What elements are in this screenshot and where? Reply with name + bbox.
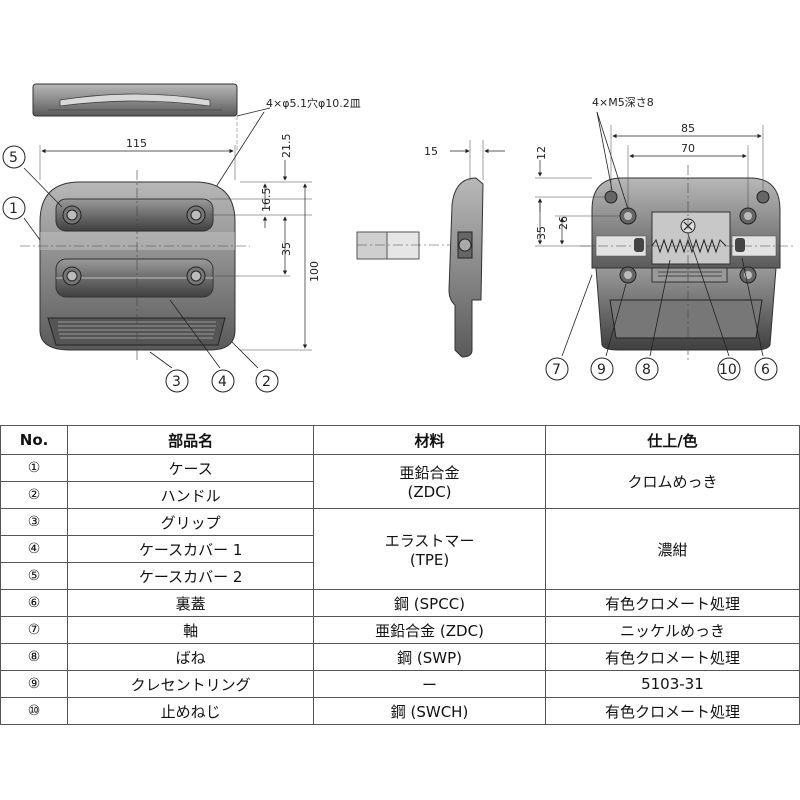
- thread-spec-note: 4×M5深さ8: [592, 96, 654, 109]
- finish-cell: クロムめっき: [544, 454, 800, 509]
- table-row: ⑦ 軸 亜鉛合金 (ZDC) ニッケルめっき: [0, 616, 800, 644]
- material-cell: 鋼 (SPCC): [313, 589, 546, 617]
- dim-12: 12: [535, 146, 548, 160]
- top-view: [32, 83, 271, 150]
- row-number: ②: [0, 481, 69, 509]
- part-name: 止めねじ: [67, 697, 315, 725]
- part-name: ケースカバー 1: [67, 535, 315, 563]
- part-name: ハンドル: [67, 481, 315, 509]
- row-number: ⑩: [0, 697, 69, 725]
- table-row: ③ グリップ エラストマー (TPE) 濃紺: [0, 508, 800, 590]
- table-header-row: No. 部品名 材料 仕上/色: [0, 425, 800, 455]
- callout-4: 4: [218, 374, 227, 390]
- row-number: ⑦: [0, 616, 69, 644]
- header-part-name: 部品名: [67, 425, 315, 455]
- material-cell: ー: [313, 670, 546, 698]
- header-material: 材料: [313, 425, 546, 455]
- dim-35-front: 35: [280, 242, 293, 256]
- dim-115: 115: [126, 137, 147, 150]
- material-cell: 鋼 (SWP): [313, 643, 546, 671]
- table-row: ④ ケースカバー 1: [0, 535, 800, 563]
- row-number: ③: [0, 508, 69, 536]
- material-cell: 鋼 (SWCH): [313, 697, 546, 725]
- hole-spec-note: 4×φ5.1穴φ10.2皿: [266, 96, 361, 110]
- dim-35-back: 35: [535, 226, 548, 240]
- back-dimensions: [535, 111, 764, 247]
- callout-6: 6: [761, 362, 770, 378]
- finish-cell: 有色クロメート処理: [544, 589, 800, 617]
- technical-drawing: 4×φ5.1穴φ10.2皿 115: [2, 83, 795, 393]
- row-number: ⑥: [0, 589, 69, 617]
- finish-cell: 濃紺: [544, 508, 800, 590]
- row-number: ⑨: [0, 670, 69, 698]
- dim-21-5: 21.5: [280, 134, 293, 159]
- callout-9: 9: [597, 362, 606, 378]
- header-finish: 仕上/色: [544, 425, 800, 455]
- callout-1: 1: [9, 201, 18, 217]
- material-cell: 亜鉛合金 (ZDC): [313, 454, 546, 509]
- finish-cell: 有色クロメート処理: [544, 643, 800, 671]
- dim-85: 85: [681, 122, 695, 135]
- part-name: ケース: [67, 454, 315, 482]
- table-row: ⑩ 止めねじ 鋼 (SWCH) 有色クロメート処理: [0, 697, 800, 725]
- material-cell: エラストマー (TPE): [313, 508, 546, 590]
- table-row: ⑤ ケースカバー 2: [0, 562, 800, 590]
- callout-2: 2: [262, 374, 271, 390]
- finish-cell: 有色クロメート処理: [544, 697, 800, 725]
- finish-cell: 5103-31: [544, 670, 800, 698]
- callout-3: 3: [172, 374, 181, 390]
- header-no: No.: [0, 425, 69, 455]
- parts-table: No. 部品名 材料 仕上/色 ① ケース 亜鉛合金 (ZDC) クロムめっき …: [0, 425, 800, 725]
- part-name: 裏蓋: [67, 589, 315, 617]
- row-number: ⑤: [0, 562, 69, 590]
- side-view: [356, 140, 505, 358]
- dim-15: 15: [424, 145, 438, 158]
- front-view: [20, 170, 250, 360]
- table-row: ① ケース 亜鉛合金 (ZDC) クロムめっき: [0, 454, 800, 509]
- callout-7: 7: [552, 362, 561, 378]
- dim-100: 100: [308, 261, 321, 282]
- dim-70: 70: [681, 142, 695, 155]
- part-name: ばね: [67, 643, 315, 671]
- callout-5: 5: [9, 150, 18, 166]
- part-name: 軸: [67, 616, 315, 644]
- callout-10: 10: [719, 362, 737, 378]
- row-number: ①: [0, 454, 69, 482]
- front-dimensions: [39, 145, 312, 351]
- callout-8: 8: [642, 362, 651, 378]
- part-name: クレセントリング: [67, 670, 315, 698]
- dim-26: 26: [557, 216, 570, 230]
- callout-leaders: [23, 167, 764, 369]
- finish-cell: ニッケルめっき: [544, 616, 800, 644]
- table-row: ⑨ クレセントリング ー 5103-31: [0, 670, 800, 698]
- table-row: ⑥ 裏蓋 鋼 (SPCC) 有色クロメート処理: [0, 589, 800, 617]
- part-name: ケースカバー 2: [67, 562, 315, 590]
- back-view: [580, 165, 795, 360]
- material-cell: 亜鉛合金 (ZDC): [313, 616, 546, 644]
- row-number: ④: [0, 535, 69, 563]
- callout-circles: [2, 145, 778, 393]
- part-name: グリップ: [67, 508, 315, 536]
- row-number: ⑧: [0, 643, 69, 671]
- table-row: ⑧ ばね 鋼 (SWP) 有色クロメート処理: [0, 643, 800, 671]
- dim-16-5: 16.5: [260, 188, 273, 213]
